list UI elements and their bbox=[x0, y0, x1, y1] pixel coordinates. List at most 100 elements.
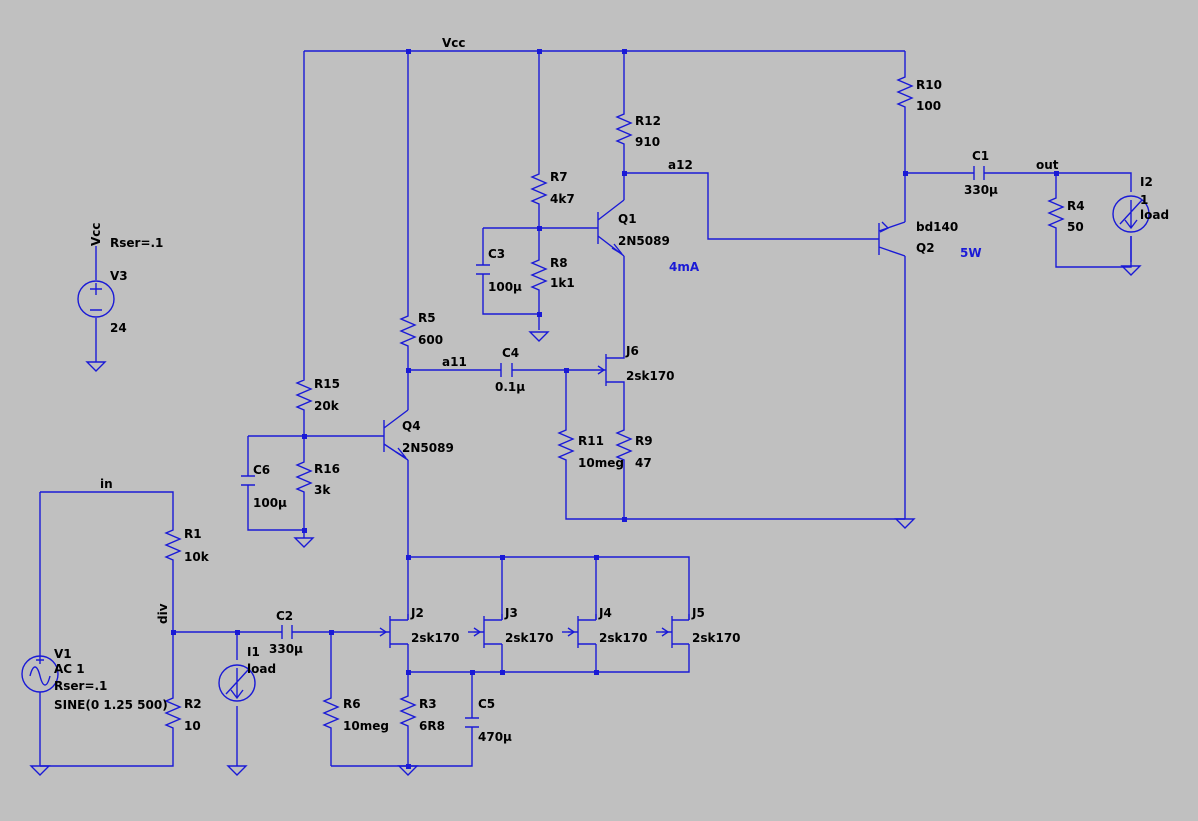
c6-name: C6 bbox=[253, 463, 270, 477]
voltage-source-v1[interactable] bbox=[21, 655, 59, 693]
capacitor-c3[interactable] bbox=[476, 256, 490, 282]
resistors bbox=[164, 73, 1065, 740]
resistor-r12[interactable] bbox=[615, 110, 633, 148]
resistor-r5[interactable] bbox=[399, 312, 417, 350]
note-current: 4mA bbox=[669, 260, 700, 274]
c6-value: 100µ bbox=[253, 496, 287, 510]
net-label-out: out bbox=[1036, 158, 1059, 172]
capacitor-c1[interactable] bbox=[973, 166, 985, 180]
resistor-r10[interactable] bbox=[896, 73, 914, 111]
r15-name: R15 bbox=[314, 377, 340, 391]
c1-value: 330µ bbox=[964, 183, 998, 197]
i1-name: I1 bbox=[247, 645, 260, 659]
r5-value: 600 bbox=[418, 333, 443, 347]
r4-value: 50 bbox=[1067, 220, 1084, 234]
ground-icon bbox=[895, 518, 915, 529]
j4-name: J4 bbox=[598, 606, 612, 620]
r11-name: R11 bbox=[578, 434, 604, 448]
r12-name: R12 bbox=[635, 114, 661, 128]
r15-value: 20k bbox=[314, 399, 340, 413]
v1-name: V1 bbox=[54, 647, 72, 661]
c3-value: 100µ bbox=[488, 280, 522, 294]
c5-name: C5 bbox=[478, 697, 495, 711]
voltage-source-v3[interactable] bbox=[77, 280, 115, 318]
r2-name: R2 bbox=[184, 697, 202, 711]
net-label-a11: a11 bbox=[442, 355, 467, 369]
c2-name: C2 bbox=[276, 609, 293, 623]
ground-icon bbox=[227, 765, 247, 776]
j6-value: 2sk170 bbox=[626, 369, 675, 383]
r12-value: 910 bbox=[635, 135, 660, 149]
jfet-j6[interactable] bbox=[597, 344, 625, 386]
r16-value: 3k bbox=[314, 483, 331, 497]
j6-name: J6 bbox=[625, 344, 639, 358]
bjt-q1[interactable] bbox=[590, 199, 625, 257]
j5-name: J5 bbox=[691, 606, 705, 620]
r10-value: 100 bbox=[916, 99, 941, 113]
resistor-r2[interactable] bbox=[164, 692, 182, 736]
net-label-div: div bbox=[156, 603, 170, 624]
resistor-r3[interactable] bbox=[399, 690, 417, 736]
c3-name: C3 bbox=[488, 247, 505, 261]
junctions bbox=[171, 49, 1059, 769]
resistor-r1[interactable] bbox=[164, 524, 182, 566]
capacitor-c2[interactable] bbox=[281, 625, 293, 639]
q4-name: Q4 bbox=[402, 419, 421, 433]
q2-name: Q2 bbox=[916, 241, 935, 255]
q2-value: bd140 bbox=[916, 220, 958, 234]
resistor-r4[interactable] bbox=[1047, 194, 1065, 238]
r8-name: R8 bbox=[550, 256, 568, 270]
v3-net-label: Vcc bbox=[89, 222, 103, 246]
jfet-j4[interactable] bbox=[567, 614, 597, 652]
jfet-j2[interactable] bbox=[379, 614, 409, 652]
resistor-r6[interactable] bbox=[322, 692, 340, 740]
net-label-a12: a12 bbox=[668, 158, 693, 172]
ground-icon bbox=[529, 331, 549, 342]
q1-name: Q1 bbox=[618, 212, 637, 226]
i2-value: load bbox=[1140, 208, 1169, 222]
i2-name: I2 bbox=[1140, 175, 1153, 189]
resistor-r9[interactable] bbox=[615, 424, 633, 470]
v3-name: V3 bbox=[110, 269, 128, 283]
capacitor-c5[interactable] bbox=[465, 706, 479, 742]
r9-value: 47 bbox=[635, 456, 652, 470]
jfet-j3[interactable] bbox=[473, 614, 503, 652]
r1-name: R1 bbox=[184, 527, 202, 541]
r10-name: R10 bbox=[916, 78, 942, 92]
j5-value: 2sk170 bbox=[692, 631, 741, 645]
current-source-i2[interactable] bbox=[1112, 195, 1150, 233]
c4-value: 0.1µ bbox=[495, 380, 525, 394]
v1-sine: SINE(0 1.25 500) bbox=[54, 698, 168, 712]
bjt-q2[interactable] bbox=[877, 221, 906, 257]
resistor-r15[interactable] bbox=[295, 376, 313, 414]
r3-value: 6R8 bbox=[419, 719, 445, 733]
capacitor-c4[interactable] bbox=[500, 363, 513, 377]
r7-name: R7 bbox=[550, 170, 568, 184]
r3-name: R3 bbox=[419, 697, 437, 711]
c2-value: 330µ bbox=[269, 642, 303, 656]
q1-value: 2N5089 bbox=[618, 234, 670, 248]
resistor-r7[interactable] bbox=[530, 170, 548, 210]
c5-value: 470µ bbox=[478, 730, 512, 744]
jfet-j5[interactable] bbox=[661, 614, 690, 652]
resistor-r16[interactable] bbox=[295, 454, 313, 500]
capacitor-c6[interactable] bbox=[241, 472, 255, 488]
c1-name: C1 bbox=[972, 149, 989, 163]
r4-name: R4 bbox=[1067, 199, 1085, 213]
r6-value: 10meg bbox=[343, 719, 389, 733]
r8-value: 1k1 bbox=[550, 276, 575, 290]
r11-value: 10meg bbox=[578, 456, 624, 470]
current-source-i1[interactable] bbox=[218, 664, 256, 702]
i2-extra: 1 bbox=[1140, 193, 1148, 207]
v3-value: 24 bbox=[110, 321, 127, 335]
i1-value: load bbox=[247, 662, 276, 676]
bjt-q4[interactable] bbox=[378, 409, 409, 461]
j3-value: 2sk170 bbox=[505, 631, 554, 645]
j2-value: 2sk170 bbox=[411, 631, 460, 645]
r7-value: 4k7 bbox=[550, 192, 575, 206]
resistor-r11[interactable] bbox=[557, 426, 575, 466]
resistor-r8[interactable] bbox=[530, 256, 548, 294]
j2-name: J2 bbox=[410, 606, 424, 620]
net-label-in: in bbox=[100, 477, 113, 491]
